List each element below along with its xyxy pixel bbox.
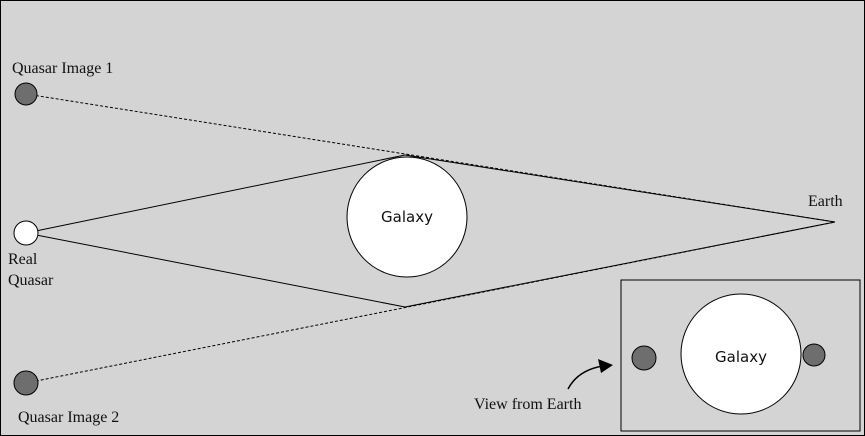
real-path-upper-1 (25, 154, 406, 234)
view-from-earth-label: View from Earth (474, 396, 581, 413)
view-from-earth-inset: Galaxy (620, 279, 861, 432)
pointer-arrow-icon (567, 359, 613, 390)
real-quasar-label-line2: Quasar (8, 272, 54, 289)
quasar-image-1-dot (14, 82, 38, 106)
quasar-image-2-dot (13, 370, 39, 396)
inset-quasar-image-right-dot (802, 343, 826, 367)
galaxy-label: Galaxy (381, 208, 433, 226)
inset-quasar-image-left-dot (631, 345, 657, 371)
light-paths (25, 93, 836, 384)
inset-galaxy-circle (680, 293, 802, 415)
inset-galaxy-label: Galaxy (715, 348, 767, 366)
real-path-upper-2 (404, 154, 836, 223)
quasar-image-1-label: Quasar Image 1 (12, 60, 113, 77)
galaxy-lens-circle (346, 156, 468, 278)
real-quasar-label-line1: Real (8, 251, 38, 268)
quasar-image-2-label: Quasar Image 2 (18, 409, 119, 426)
real-path-lower-2 (404, 221, 836, 308)
real-path-lower-1 (25, 232, 406, 308)
earth-label: Earth (808, 193, 843, 210)
real-quasar-dot (13, 220, 39, 246)
